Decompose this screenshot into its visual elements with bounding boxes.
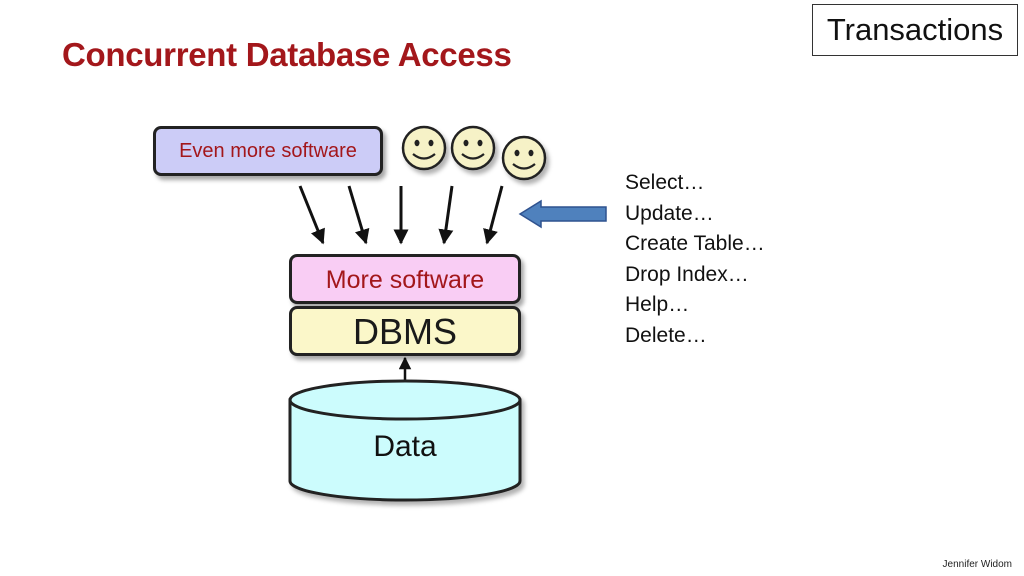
command-drop-index: Drop Index…	[625, 262, 749, 286]
command-help: Help…	[625, 293, 690, 316]
smiley-face-icon	[450, 125, 496, 171]
command-create-table: Create Table…	[625, 232, 765, 255]
smiley-face-icon	[401, 125, 447, 171]
command-list: Select… Update… Create Table… Drop Index…	[625, 168, 765, 351]
section-tag: Transactions	[812, 4, 1018, 56]
data-cylinder	[288, 379, 522, 502]
command-delete: Delete…	[625, 323, 707, 347]
command-update: Update…	[625, 201, 714, 225]
author-credit: Jennifer Widom	[942, 559, 1012, 570]
more-software-box: More software	[289, 254, 521, 304]
slide-title: Concurrent Database Access	[62, 36, 512, 73]
block-arrow-left-icon	[518, 199, 607, 229]
data-label: Data	[373, 430, 437, 463]
command-select: Select…	[625, 171, 705, 194]
request-arrow-2	[347, 185, 370, 245]
request-arrow-5	[483, 185, 504, 245]
smiley-face-icon	[501, 135, 547, 181]
request-arrow-1	[298, 185, 325, 245]
dbms-box: DBMS	[289, 306, 521, 356]
even-more-software-box: Even more software	[153, 126, 383, 176]
request-arrow-4	[438, 185, 454, 245]
